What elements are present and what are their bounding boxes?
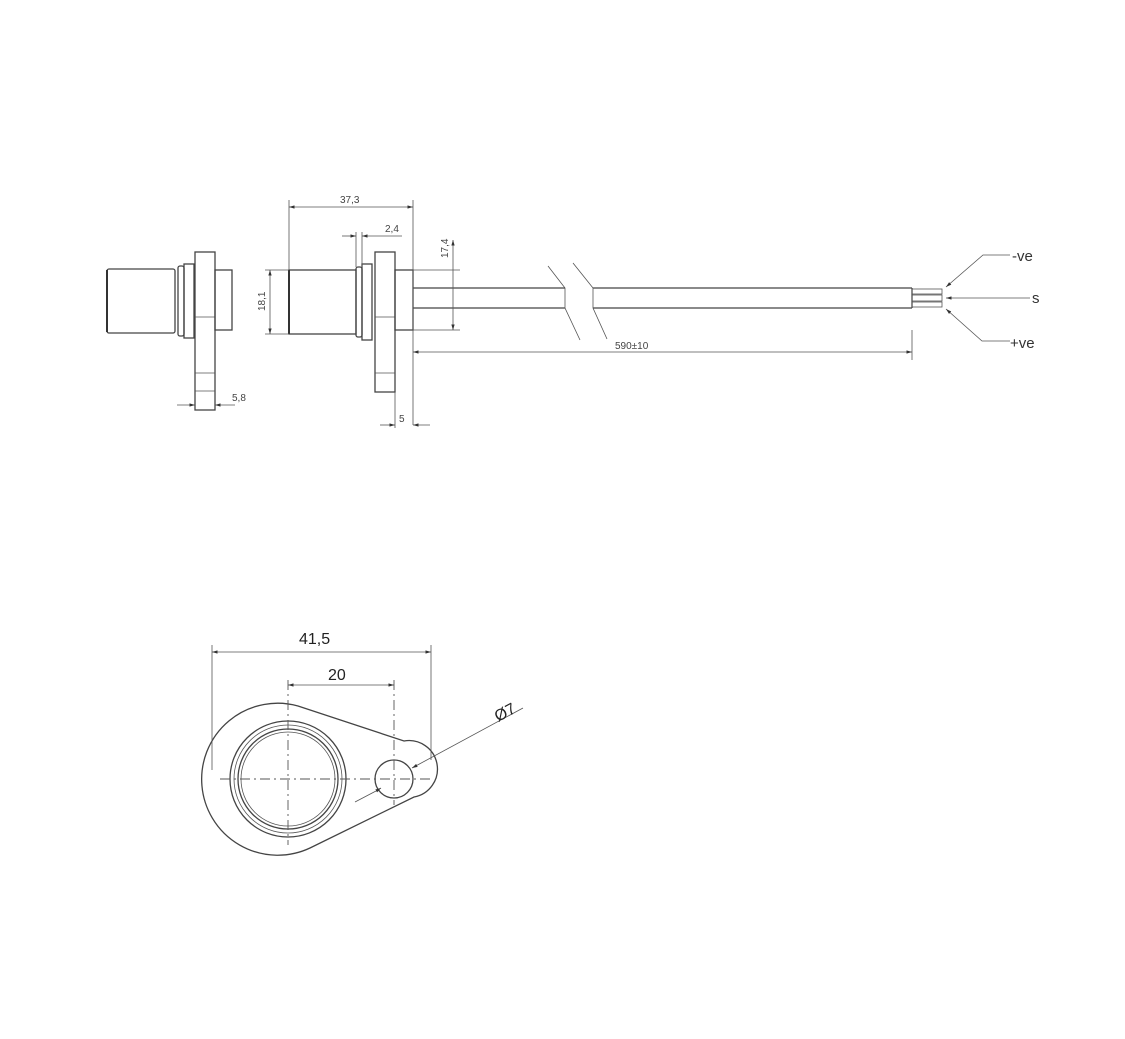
middle-sensor-view <box>265 200 943 428</box>
dim-flange-width: 5,8 <box>232 393 246 404</box>
dim-hole-diameter: Ø7 <box>492 700 519 725</box>
wire-label-positive: +ve <box>1010 335 1035 352</box>
dim-overall-width: 41,5 <box>299 631 330 648</box>
dim-flange-thickness: 5 <box>399 414 405 425</box>
dim-body-diameter: 18,1 <box>257 291 268 311</box>
dim-flange-gap: 2,4 <box>385 224 399 235</box>
front-flange-view <box>201 645 524 856</box>
wire-label-negative: -ve <box>1012 248 1033 265</box>
wire-leaders <box>945 254 1030 342</box>
dim-cable-length: 590±10 <box>615 341 649 352</box>
dim-overall-length: 37,3 <box>340 195 360 206</box>
dim-hole-offset: 20 <box>328 667 346 684</box>
wire-label-signal: s <box>1032 290 1040 307</box>
dim-cable-height: 17,4 <box>440 238 451 258</box>
left-sensor-view <box>106 251 235 411</box>
